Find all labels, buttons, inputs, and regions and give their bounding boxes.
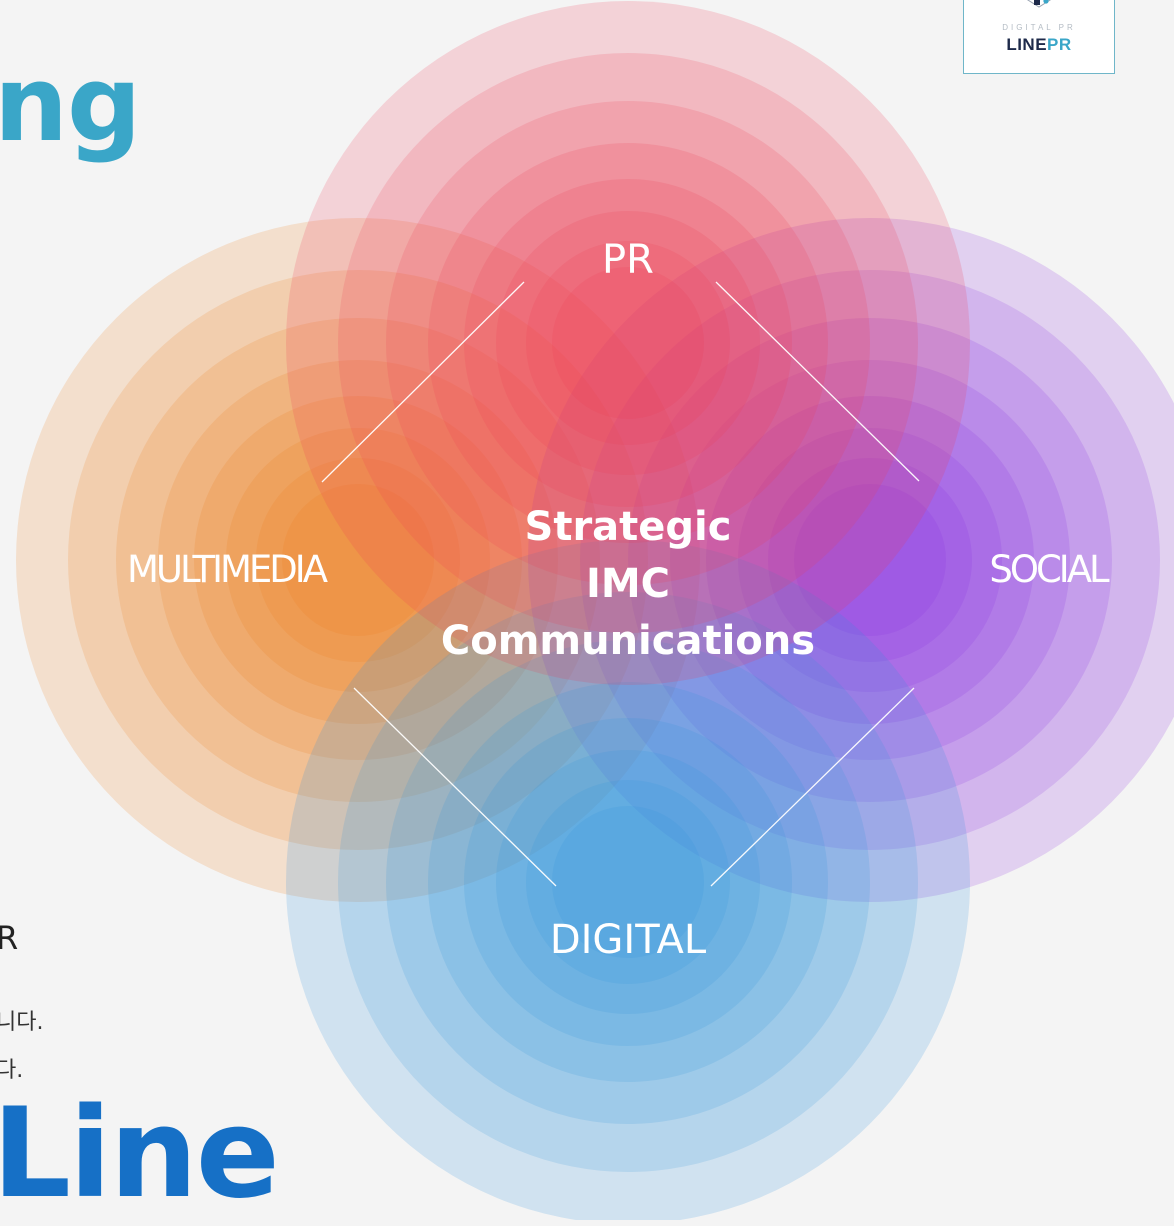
circle-digital-ring-6	[496, 750, 760, 1014]
circle-social-ring-3	[628, 318, 1112, 802]
logo-mark-icon	[1026, 0, 1052, 8]
circle-digital-ring-4	[428, 682, 828, 1082]
circle-digital-ring-1	[286, 540, 970, 1220]
circle-digital-ring-5	[464, 718, 792, 1046]
circle-pr-ring-5	[464, 179, 792, 507]
body-text-fragment: 다.	[0, 1058, 24, 1083]
circle-social-ring-6	[738, 428, 1002, 692]
logo-name-accent: PR	[1047, 35, 1072, 54]
connector-line-pr-multimedia	[321, 281, 525, 483]
concentric-circles	[16, 1, 1174, 1220]
circle-pr-ring-1	[286, 1, 970, 685]
logo-wordmark: LINEPR	[964, 35, 1114, 55]
body-text-fragment: 니다.	[0, 1010, 44, 1035]
circle-pr-ring-4	[428, 143, 828, 543]
circle-multimedia-ring-2	[68, 270, 648, 850]
node-label-multimedia: MULTIMEDIA	[127, 548, 328, 591]
logo-subtitle: DIGITAL PR	[1002, 23, 1076, 32]
circle-digital-ring-7	[526, 780, 730, 984]
circle-multimedia-ring-3	[116, 318, 600, 802]
logo-name-main: LINE	[1006, 35, 1048, 54]
circle-pr-ring-6	[496, 211, 760, 475]
circle-multimedia-ring-6	[226, 428, 490, 692]
circle-pr-ring-7	[526, 241, 730, 445]
circle-social-ring-4	[670, 360, 1070, 760]
connector-line-social-digital	[710, 687, 915, 887]
circle-social-ring-8	[794, 484, 946, 636]
connector-line-pr-social	[715, 281, 920, 482]
center-title-line-3: Communications	[441, 618, 815, 664]
body-text-fragment: R	[0, 919, 19, 957]
circle-pr-ring-2	[338, 53, 918, 633]
circle-digital-ring-2	[338, 592, 918, 1172]
brand-name-fragment: Line	[0, 1082, 280, 1226]
node-label-social: SOCIAL	[989, 548, 1110, 591]
page-heading-fragment: ng	[0, 43, 141, 165]
circle-pr-ring-8	[552, 267, 704, 419]
circle-multimedia-ring-4	[158, 360, 558, 760]
circle-social-ring-2	[580, 270, 1160, 850]
circle-digital-ring-8	[552, 806, 704, 958]
connector-line-multimedia-digital	[353, 687, 557, 887]
linepr-logo[interactable]: DIGITAL PR LINEPR	[963, 0, 1115, 74]
circle-pr-ring-3	[386, 101, 870, 585]
connector-lines	[321, 281, 920, 887]
circle-multimedia-ring-1	[16, 218, 700, 902]
circle-social-ring-7	[768, 458, 972, 662]
center-title-line-1: Strategic	[525, 504, 732, 550]
circle-social-ring-1	[528, 218, 1174, 902]
center-title-line-2: IMC	[586, 561, 670, 607]
circle-digital-ring-3	[386, 640, 870, 1124]
circle-multimedia-ring-5	[194, 396, 522, 724]
circle-multimedia-ring-8	[282, 484, 434, 636]
node-label-digital: DIGITAL	[550, 917, 707, 963]
circle-multimedia-ring-7	[256, 458, 460, 662]
node-label-pr: PR	[602, 237, 654, 283]
circle-social-ring-5	[706, 396, 1034, 724]
